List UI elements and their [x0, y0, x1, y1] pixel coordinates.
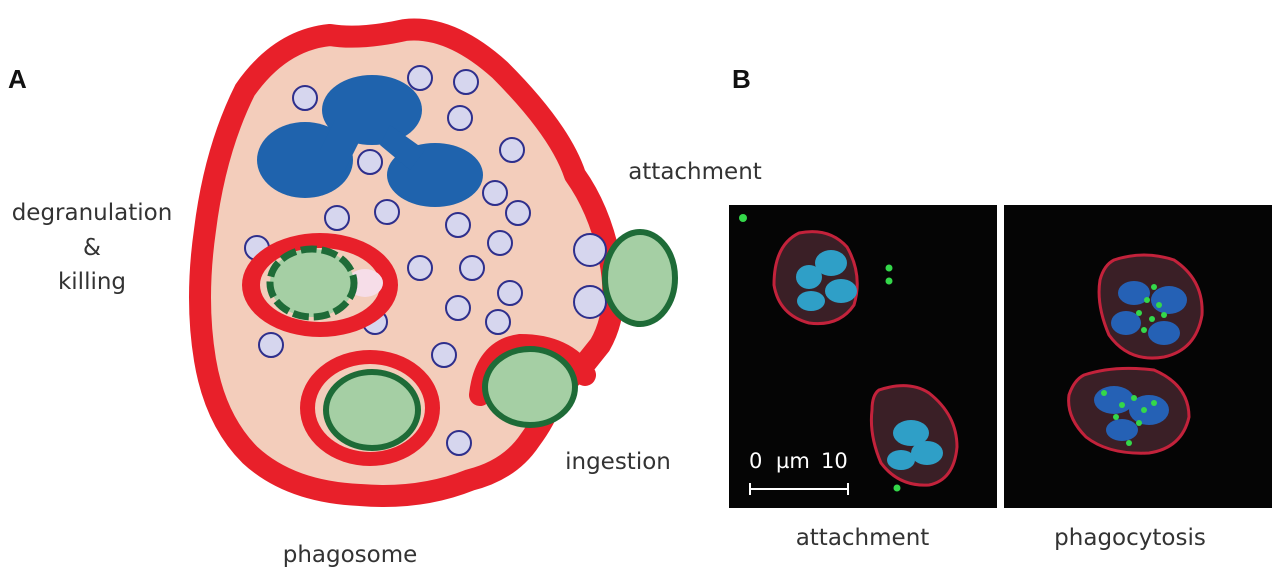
cell-lower	[1067, 366, 1191, 455]
panel-b-letter: B	[732, 64, 751, 94]
micrograph-attachment: 0 µm 10	[729, 205, 997, 508]
cell-lower-right	[869, 384, 959, 487]
scale-tick-left	[749, 483, 751, 495]
attachment-bacterium	[573, 229, 678, 327]
granules	[244, 65, 531, 456]
bacteria-green	[739, 214, 901, 492]
cell-upper-left	[772, 230, 859, 326]
ampersand-label: &	[83, 235, 101, 261]
attachment-label: attachment	[628, 159, 762, 185]
scale-value: 10	[821, 449, 848, 473]
phagosome	[300, 350, 440, 466]
scale-unit: µm	[776, 449, 810, 473]
ingestion-bacterium	[469, 333, 596, 428]
killing-label: killing	[57, 269, 127, 295]
nucleus	[257, 75, 483, 207]
scale-tick-right	[847, 483, 849, 495]
degranulation-phagosome	[242, 233, 398, 337]
caption-attachment: attachment	[795, 525, 930, 551]
scale-bar	[749, 488, 849, 490]
micrograph-phagocytosis	[1004, 205, 1272, 508]
ingestion-label: ingestion	[565, 449, 671, 475]
cell-upper	[1097, 253, 1204, 360]
degranulation-label: degranulation	[11, 200, 173, 226]
phagosome-label: phagosome	[282, 542, 418, 568]
caption-phagocytosis: phagocytosis	[1054, 525, 1206, 551]
scale-zero: 0	[749, 449, 763, 473]
panel-a-letter: A	[8, 64, 27, 94]
